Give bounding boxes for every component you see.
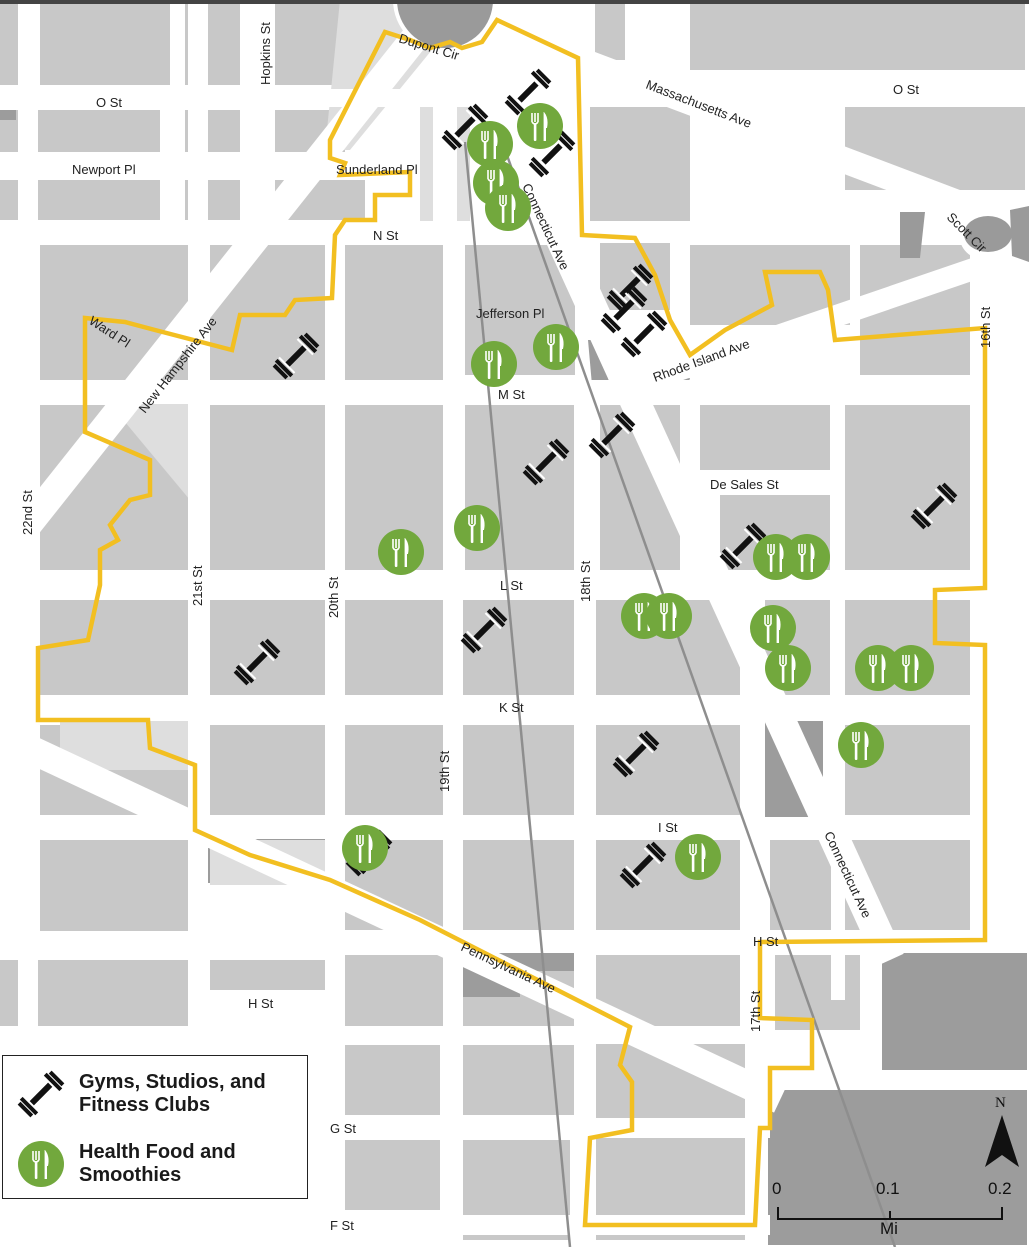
- scale-tick-0: 0: [772, 1179, 782, 1198]
- label-sunderland-pl: Sunderland Pl: [336, 162, 418, 177]
- fork-knife-icon[interactable]: [377, 528, 425, 576]
- north-label: N: [995, 1095, 1006, 1111]
- label-18th-st: 18th St: [578, 560, 593, 602]
- label-i-st: I St: [658, 820, 678, 835]
- label-k-st: K St: [499, 700, 524, 715]
- map-legend: Gyms, Studios, and Fitness Clubs Health …: [2, 1055, 308, 1199]
- fork-knife-icon[interactable]: [783, 533, 831, 581]
- label-n-st: N St: [373, 228, 399, 243]
- label-m-st: M St: [498, 387, 525, 402]
- fork-knife-icon[interactable]: [466, 120, 514, 168]
- fork-knife-icon[interactable]: [470, 340, 518, 388]
- scale-tick-2: 0.2: [988, 1179, 1012, 1198]
- label-22nd-st: 22nd St: [20, 490, 35, 535]
- label-hopkins-st: Hopkins St: [258, 22, 273, 85]
- legend-gyms-label: Gyms, Studios, and Fitness Clubs: [79, 1071, 266, 1116]
- fork-knife-icon[interactable]: [516, 102, 564, 150]
- label-h-st-east: H St: [753, 934, 779, 949]
- fork-knife-icon[interactable]: [837, 721, 885, 769]
- scale-unit: Mi: [880, 1219, 898, 1238]
- fork-knife-icon[interactable]: [887, 644, 935, 692]
- label-16th-st: 16th St: [978, 306, 993, 348]
- fork-knife-icon[interactable]: [532, 323, 580, 371]
- legend-row-food: Health Food and Smoothies: [15, 1138, 279, 1190]
- label-h-st-west: H St: [248, 996, 274, 1011]
- scale-tick-1: 0.1: [876, 1179, 900, 1198]
- label-19th-st: 19th St: [437, 750, 452, 792]
- top-edge-strip: [0, 0, 1029, 4]
- north-arrow-icon: [985, 1115, 1019, 1167]
- fork-knife-icon[interactable]: [341, 824, 389, 872]
- label-o-st-west: O St: [96, 95, 122, 110]
- dumbbell-icon: [17, 1070, 65, 1118]
- label-g-st: G St: [330, 1121, 356, 1136]
- label-17th-st: 17th St: [748, 990, 763, 1032]
- label-de-sales-st: De Sales St: [710, 477, 779, 492]
- fork-knife-icon[interactable]: [764, 644, 812, 692]
- label-20th-st: 20th St: [326, 576, 341, 618]
- label-jefferson-pl: Jefferson Pl: [476, 306, 545, 321]
- fork-knife-icon[interactable]: [645, 592, 693, 640]
- label-f-st: F St: [330, 1218, 354, 1233]
- study-area-boundary: [35, 17, 988, 1228]
- legend-food-label: Health Food and Smoothies: [79, 1141, 236, 1186]
- label-newport-pl: Newport Pl: [72, 162, 136, 177]
- fork-knife-icon[interactable]: [674, 833, 722, 881]
- fork-knife-icon[interactable]: [749, 604, 797, 652]
- legend-row-gyms: Gyms, Studios, and Fitness Clubs: [15, 1068, 299, 1120]
- scale-line: [777, 1207, 1003, 1220]
- label-21st-st: 21st St: [190, 565, 205, 606]
- fork-knife-icon[interactable]: [453, 504, 501, 552]
- scale-bar: 0 0.1 0.2 Mi: [770, 1175, 1020, 1243]
- scott-circle: [900, 206, 1029, 262]
- dupont-circle-park: [397, 0, 493, 48]
- fork-knife-icon: [18, 1141, 64, 1187]
- label-l-st: L St: [500, 578, 523, 593]
- transit-lines: [463, 129, 897, 1247]
- label-o-st-east: O St: [893, 82, 919, 97]
- fork-knife-icon[interactable]: [484, 184, 532, 232]
- north-arrow: N: [985, 1095, 1019, 1175]
